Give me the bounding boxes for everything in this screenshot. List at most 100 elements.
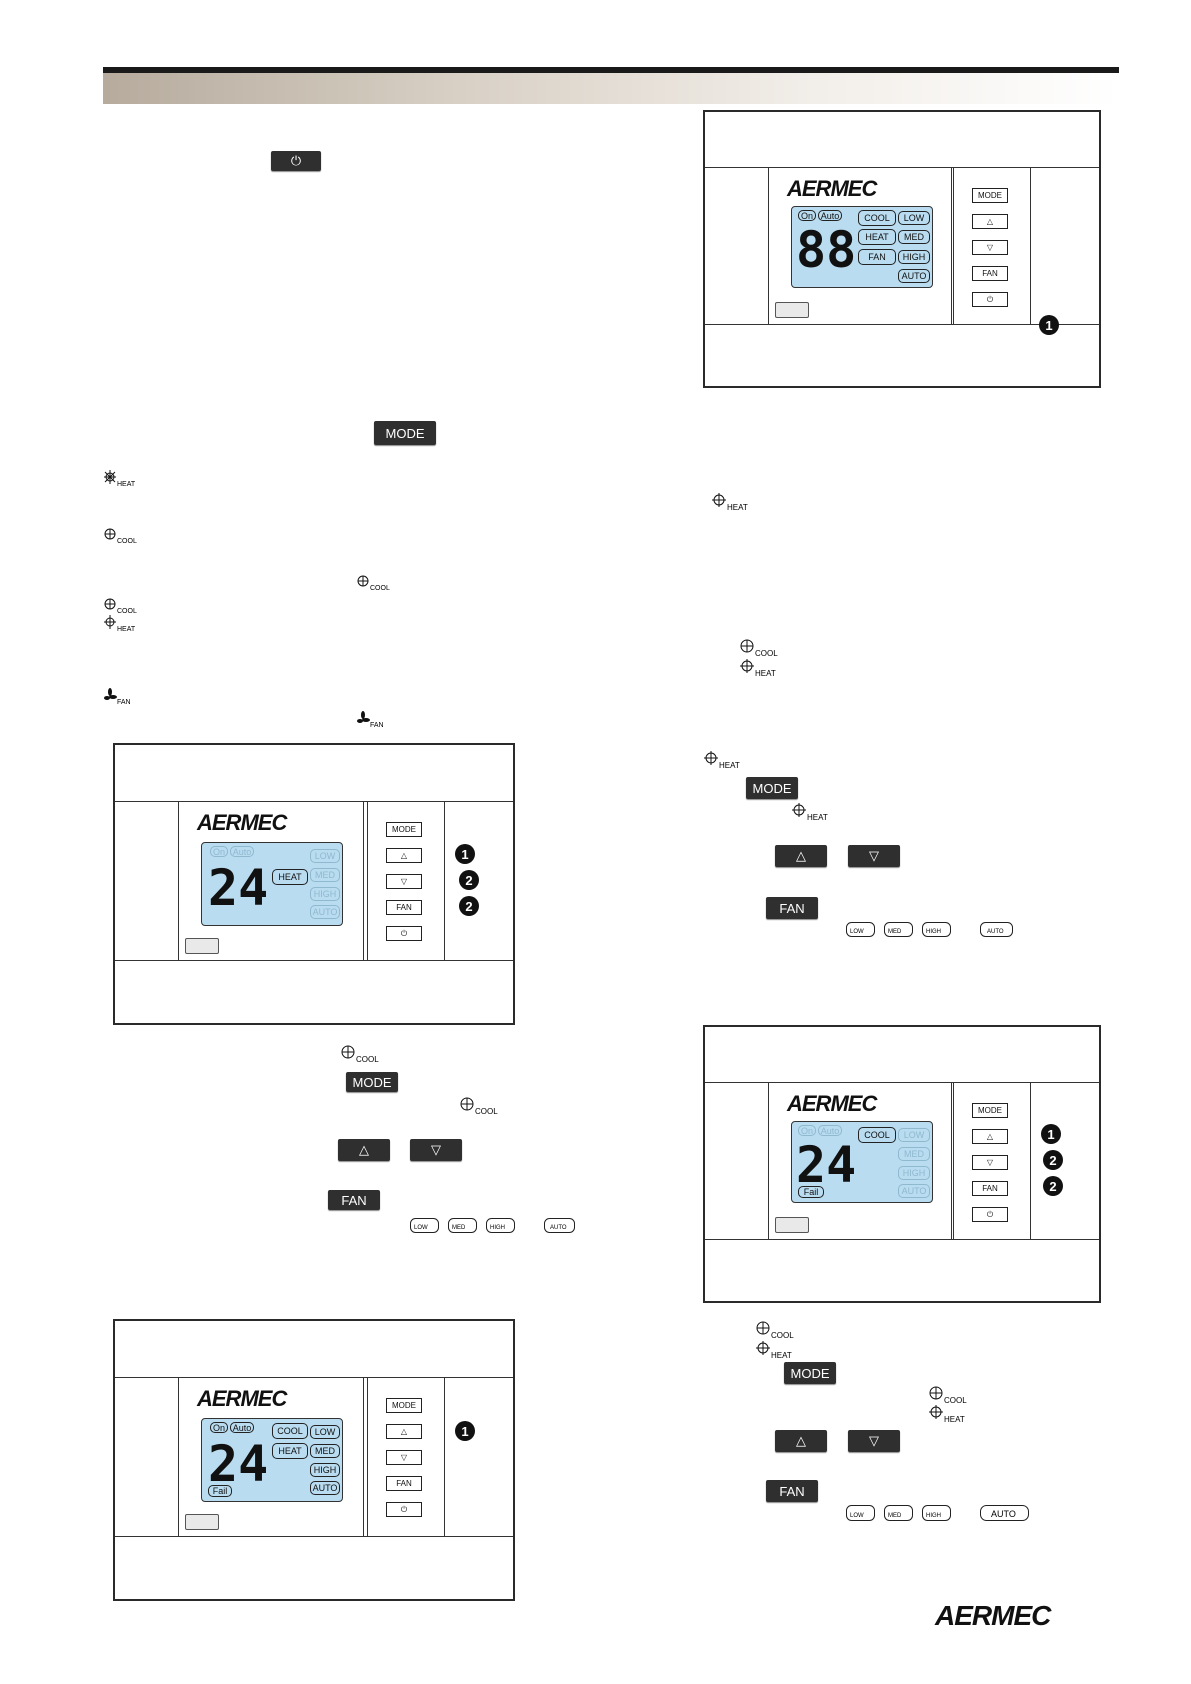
cool-icon: COOL — [740, 638, 780, 658]
controller-panel-mode: AERMEC On Auto 24 Fail COOL HEAT LOW MED… — [113, 1319, 515, 1601]
svg-text:LOW: LOW — [414, 1225, 428, 1231]
svg-text:HEAT: HEAT — [944, 1415, 965, 1424]
up-button-inline: △ — [775, 1430, 827, 1452]
fan-key[interactable]: FAN — [972, 1181, 1008, 1196]
down-button-inline: ▽ — [410, 1139, 462, 1161]
step-badge: 1 — [455, 1421, 475, 1441]
mode-button-inline: MODE — [346, 1072, 398, 1092]
fan-key[interactable]: FAN — [972, 266, 1008, 281]
svg-text:COOL: COOL — [117, 608, 137, 615]
up-button-inline: △ — [775, 845, 827, 867]
controller-panel-overview: AERMEC On Auto 88 COOL HEAT FAN LOW MED … — [703, 110, 1101, 388]
svg-text:COOL: COOL — [944, 1396, 967, 1405]
controller-panel-cool: AERMEC On Auto 24 Fail COOL LOW MED HIGH… — [703, 1025, 1101, 1303]
fan-key[interactable]: FAN — [386, 900, 422, 915]
header-rule — [103, 67, 1119, 73]
fan-icon: FAN — [357, 711, 391, 729]
svg-text:AUTO: AUTO — [991, 1509, 1016, 1519]
fan-button-inline: FAN — [766, 897, 818, 919]
mode-key[interactable]: MODE — [386, 822, 422, 837]
cool-icon: COOL — [357, 574, 391, 592]
footer-brand-logo: AERMEC — [935, 1600, 1051, 1631]
lcd-display: On Auto 24 Fail COOL LOW MED HIGH AUTO — [791, 1121, 933, 1203]
svg-text:HEAT: HEAT — [755, 669, 776, 678]
fan-key[interactable]: FAN — [386, 1476, 422, 1491]
controller-panel-heat: AERMEC On Auto 24 HEAT LOW MED HIGH AUTO… — [113, 743, 515, 1025]
cool-icon: COOL — [104, 597, 138, 615]
svg-text:AUTO: AUTO — [987, 929, 1004, 935]
mode-key[interactable]: MODE — [386, 1398, 422, 1413]
mode-button-inline: MODE — [784, 1362, 836, 1384]
mode-button-inline: MODE — [374, 421, 436, 445]
svg-text:FAN: FAN — [117, 699, 131, 706]
lcd-display: On Auto 88 COOL HEAT FAN LOW MED HIGH AU… — [791, 206, 933, 288]
cool-icon: COOL — [929, 1385, 969, 1405]
mode-key[interactable]: MODE — [972, 1103, 1008, 1118]
down-key[interactable]: ▽ — [972, 1155, 1008, 1170]
svg-text:COOL: COOL — [370, 585, 390, 592]
lcd-display: On Auto 24 HEAT LOW MED HIGH AUTO — [201, 842, 343, 926]
svg-text:HEAT: HEAT — [727, 503, 748, 512]
svg-text:LOW: LOW — [850, 929, 864, 935]
down-button-inline: ▽ — [848, 845, 900, 867]
step-badge: 2 — [1043, 1150, 1063, 1170]
svg-text:HEAT: HEAT — [807, 813, 828, 822]
fan-button-inline: FAN — [328, 1190, 380, 1210]
power-key[interactable]: ⏻ — [386, 1502, 422, 1517]
fan-button-inline: FAN — [766, 1480, 818, 1502]
svg-text:MED: MED — [888, 929, 902, 935]
fan-speed-icons: LOW MED HIGH AUTO — [846, 922, 1016, 938]
power-key[interactable]: ⏻ — [386, 926, 422, 941]
svg-text:HEAT: HEAT — [117, 481, 136, 488]
up-button-inline: △ — [338, 1139, 390, 1161]
svg-text:HIGH: HIGH — [926, 929, 941, 935]
lcd-display: On Auto 24 Fail COOL HEAT LOW MED HIGH A… — [201, 1418, 343, 1502]
cool-icon: COOL — [104, 527, 138, 545]
up-key[interactable]: △ — [386, 1424, 422, 1439]
step-badge: 1 — [1041, 1124, 1061, 1144]
up-key[interactable]: △ — [972, 1129, 1008, 1144]
down-key[interactable]: ▽ — [972, 240, 1008, 255]
step-badge: 2 — [459, 870, 479, 890]
cool-icon: COOL — [756, 1320, 796, 1340]
down-key[interactable]: ▽ — [386, 1450, 422, 1465]
heat-icon: HEAT — [704, 750, 744, 770]
heat-icon: HEAT — [712, 492, 752, 512]
heat-icon: HEAT — [756, 1340, 796, 1360]
power-key[interactable]: ⏻ — [972, 1207, 1008, 1222]
brand-logo: AERMEC — [197, 1386, 287, 1411]
svg-text:MED: MED — [888, 1513, 902, 1519]
down-button-inline: ▽ — [848, 1430, 900, 1452]
svg-text:COOL: COOL — [356, 1055, 379, 1064]
heat-icon: HEAT — [792, 802, 832, 822]
power-key[interactable]: ⏻ — [972, 292, 1008, 307]
step-badge: 1 — [455, 844, 475, 864]
down-key[interactable]: ▽ — [386, 874, 422, 889]
heat-icon: HEAT — [740, 658, 780, 678]
svg-text:AUTO: AUTO — [550, 1225, 567, 1231]
heat-icon: HEAT — [104, 615, 138, 633]
svg-text:HEAT: HEAT — [117, 626, 136, 633]
svg-text:COOL: COOL — [117, 538, 137, 545]
brand-logo: AERMEC — [787, 176, 877, 201]
svg-text:HEAT: HEAT — [719, 761, 740, 770]
svg-text:COOL: COOL — [475, 1107, 498, 1116]
step-badge: 2 — [459, 896, 479, 916]
mode-button-inline: MODE — [746, 777, 798, 799]
cool-icon: COOL — [460, 1096, 500, 1116]
power-button-inline: ⏻ — [271, 151, 321, 171]
step-badge: 1 — [1039, 315, 1059, 335]
brand-logo: AERMEC — [197, 810, 287, 835]
svg-text:COOL: COOL — [755, 649, 778, 658]
svg-text:MED: MED — [452, 1225, 466, 1231]
brand-logo: AERMEC — [787, 1091, 877, 1116]
up-key[interactable]: △ — [972, 214, 1008, 229]
svg-text:LOW: LOW — [850, 1513, 864, 1519]
step-badge: 2 — [1043, 1176, 1063, 1196]
mode-key[interactable]: MODE — [972, 188, 1008, 203]
svg-text:FAN: FAN — [370, 722, 384, 729]
svg-text:HEAT: HEAT — [771, 1351, 792, 1360]
up-key[interactable]: △ — [386, 848, 422, 863]
heat-icon: HEAT — [104, 470, 138, 488]
